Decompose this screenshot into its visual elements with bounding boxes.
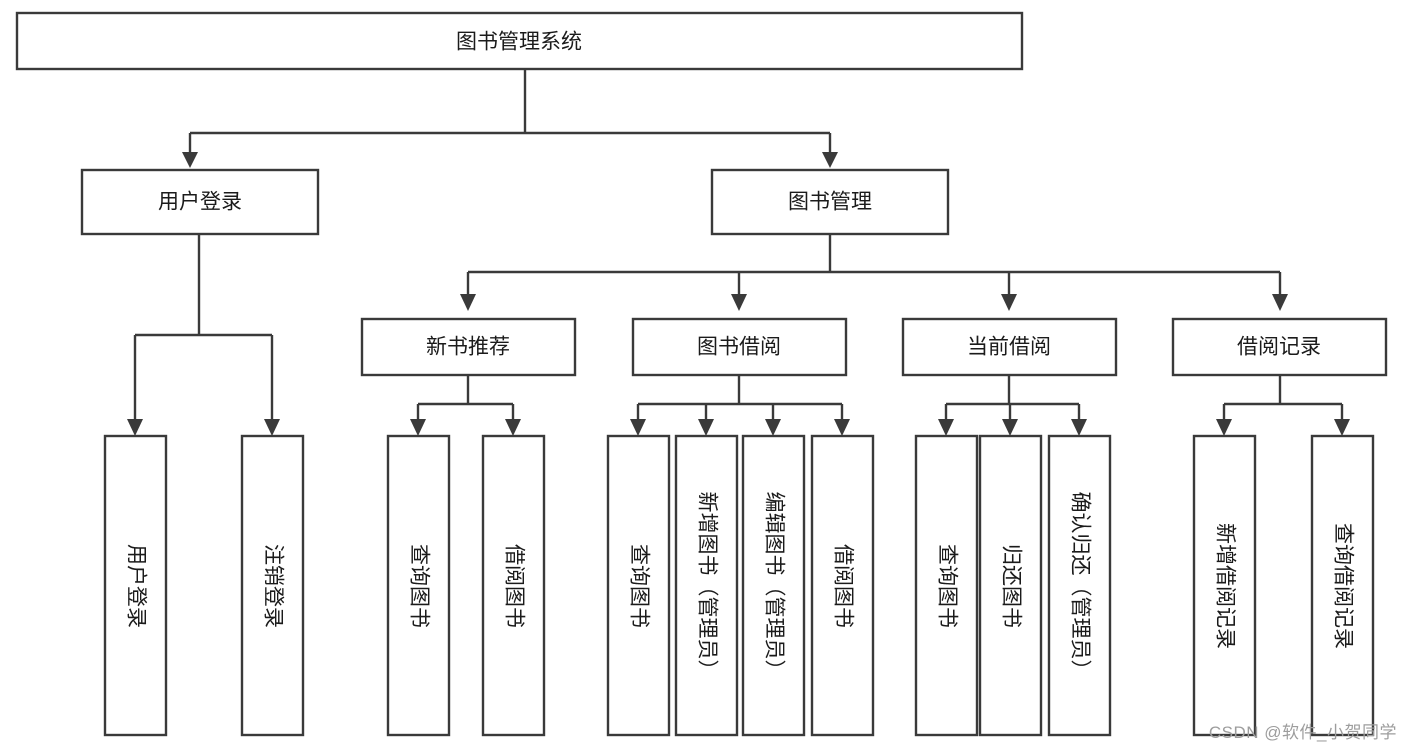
node-leaf-add-book-admin[interactable]: 新增图书（管理员） [674, 434, 739, 737]
node-current-borrow-label: 当前借阅 [967, 336, 1051, 359]
node-current-borrow[interactable]: 当前借阅 [901, 317, 1118, 377]
node-leaf-borrow-book[interactable]: 借阅图书 [810, 434, 875, 737]
connector-borrow-to-leaves [630, 375, 850, 436]
node-leaf-confirm-return-admin-label: 确认归还（管理员） [1068, 492, 1091, 681]
node-leaf-user-login[interactable]: 用户登录 [103, 434, 168, 737]
node-book-borrow-label: 图书借阅 [697, 336, 781, 359]
node-new-book-recommend[interactable]: 新书推荐 [360, 317, 577, 377]
node-user-login-label: 用户登录 [158, 191, 242, 214]
connectors-group [127, 69, 1350, 436]
node-leaf-borrow-book-new-label: 借阅图书 [502, 544, 525, 628]
node-leaf-query-book-borrow[interactable]: 查询图书 [606, 434, 671, 737]
node-leaf-add-book-admin-label: 新增图书（管理员） [695, 492, 718, 681]
node-leaf-user-login-label: 用户登录 [124, 544, 147, 628]
node-leaf-query-book-new[interactable]: 查询图书 [386, 434, 451, 737]
node-leaf-confirm-return-admin[interactable]: 确认归还（管理员） [1047, 434, 1112, 737]
node-leaf-add-borrow-record-label: 新增借阅记录 [1213, 523, 1236, 649]
connector-records-to-leaves [1216, 375, 1350, 436]
node-leaf-return-book[interactable]: 归还图书 [978, 434, 1043, 737]
node-leaf-edit-book-admin[interactable]: 编辑图书（管理员） [741, 434, 806, 737]
node-leaf-query-borrow-record[interactable]: 查询借阅记录 [1310, 434, 1375, 737]
node-leaf-query-book-current-label: 查询图书 [935, 544, 958, 628]
node-leaf-borrow-book-new[interactable]: 借阅图书 [481, 434, 546, 737]
connector-newbook-to-leaves [410, 375, 521, 436]
node-borrow-records[interactable]: 借阅记录 [1171, 317, 1388, 377]
node-root-label: 图书管理系统 [456, 31, 582, 54]
node-book-management-label: 图书管理 [788, 191, 872, 214]
connector-bookmgmt-to-level2 [460, 234, 1288, 311]
node-book-borrow[interactable]: 图书借阅 [631, 317, 848, 377]
node-leaf-edit-book-admin-label: 编辑图书（管理员） [762, 492, 785, 681]
node-leaf-borrow-book-label: 借阅图书 [831, 544, 854, 628]
node-user-login[interactable]: 用户登录 [80, 168, 320, 236]
node-leaf-query-book-borrow-label: 查询图书 [627, 544, 650, 628]
node-borrow-records-label: 借阅记录 [1237, 336, 1321, 359]
connector-root-to-level1 [182, 69, 838, 168]
node-book-management[interactable]: 图书管理 [710, 168, 950, 236]
node-root[interactable]: 图书管理系统 [15, 11, 1024, 71]
node-new-book-recommend-label: 新书推荐 [426, 336, 510, 359]
connector-login-to-leaves [127, 234, 280, 436]
node-leaf-query-book-new-label: 查询图书 [407, 544, 430, 628]
node-leaf-return-book-label: 归还图书 [999, 544, 1022, 628]
node-leaf-query-borrow-record-label: 查询借阅记录 [1331, 523, 1354, 649]
node-leaf-query-book-current[interactable]: 查询图书 [914, 434, 979, 737]
node-leaf-logout-label: 注销登录 [261, 544, 284, 628]
node-leaf-logout[interactable]: 注销登录 [240, 434, 305, 737]
connector-current-to-leaves [938, 375, 1087, 436]
node-leaf-add-borrow-record[interactable]: 新增借阅记录 [1192, 434, 1257, 737]
